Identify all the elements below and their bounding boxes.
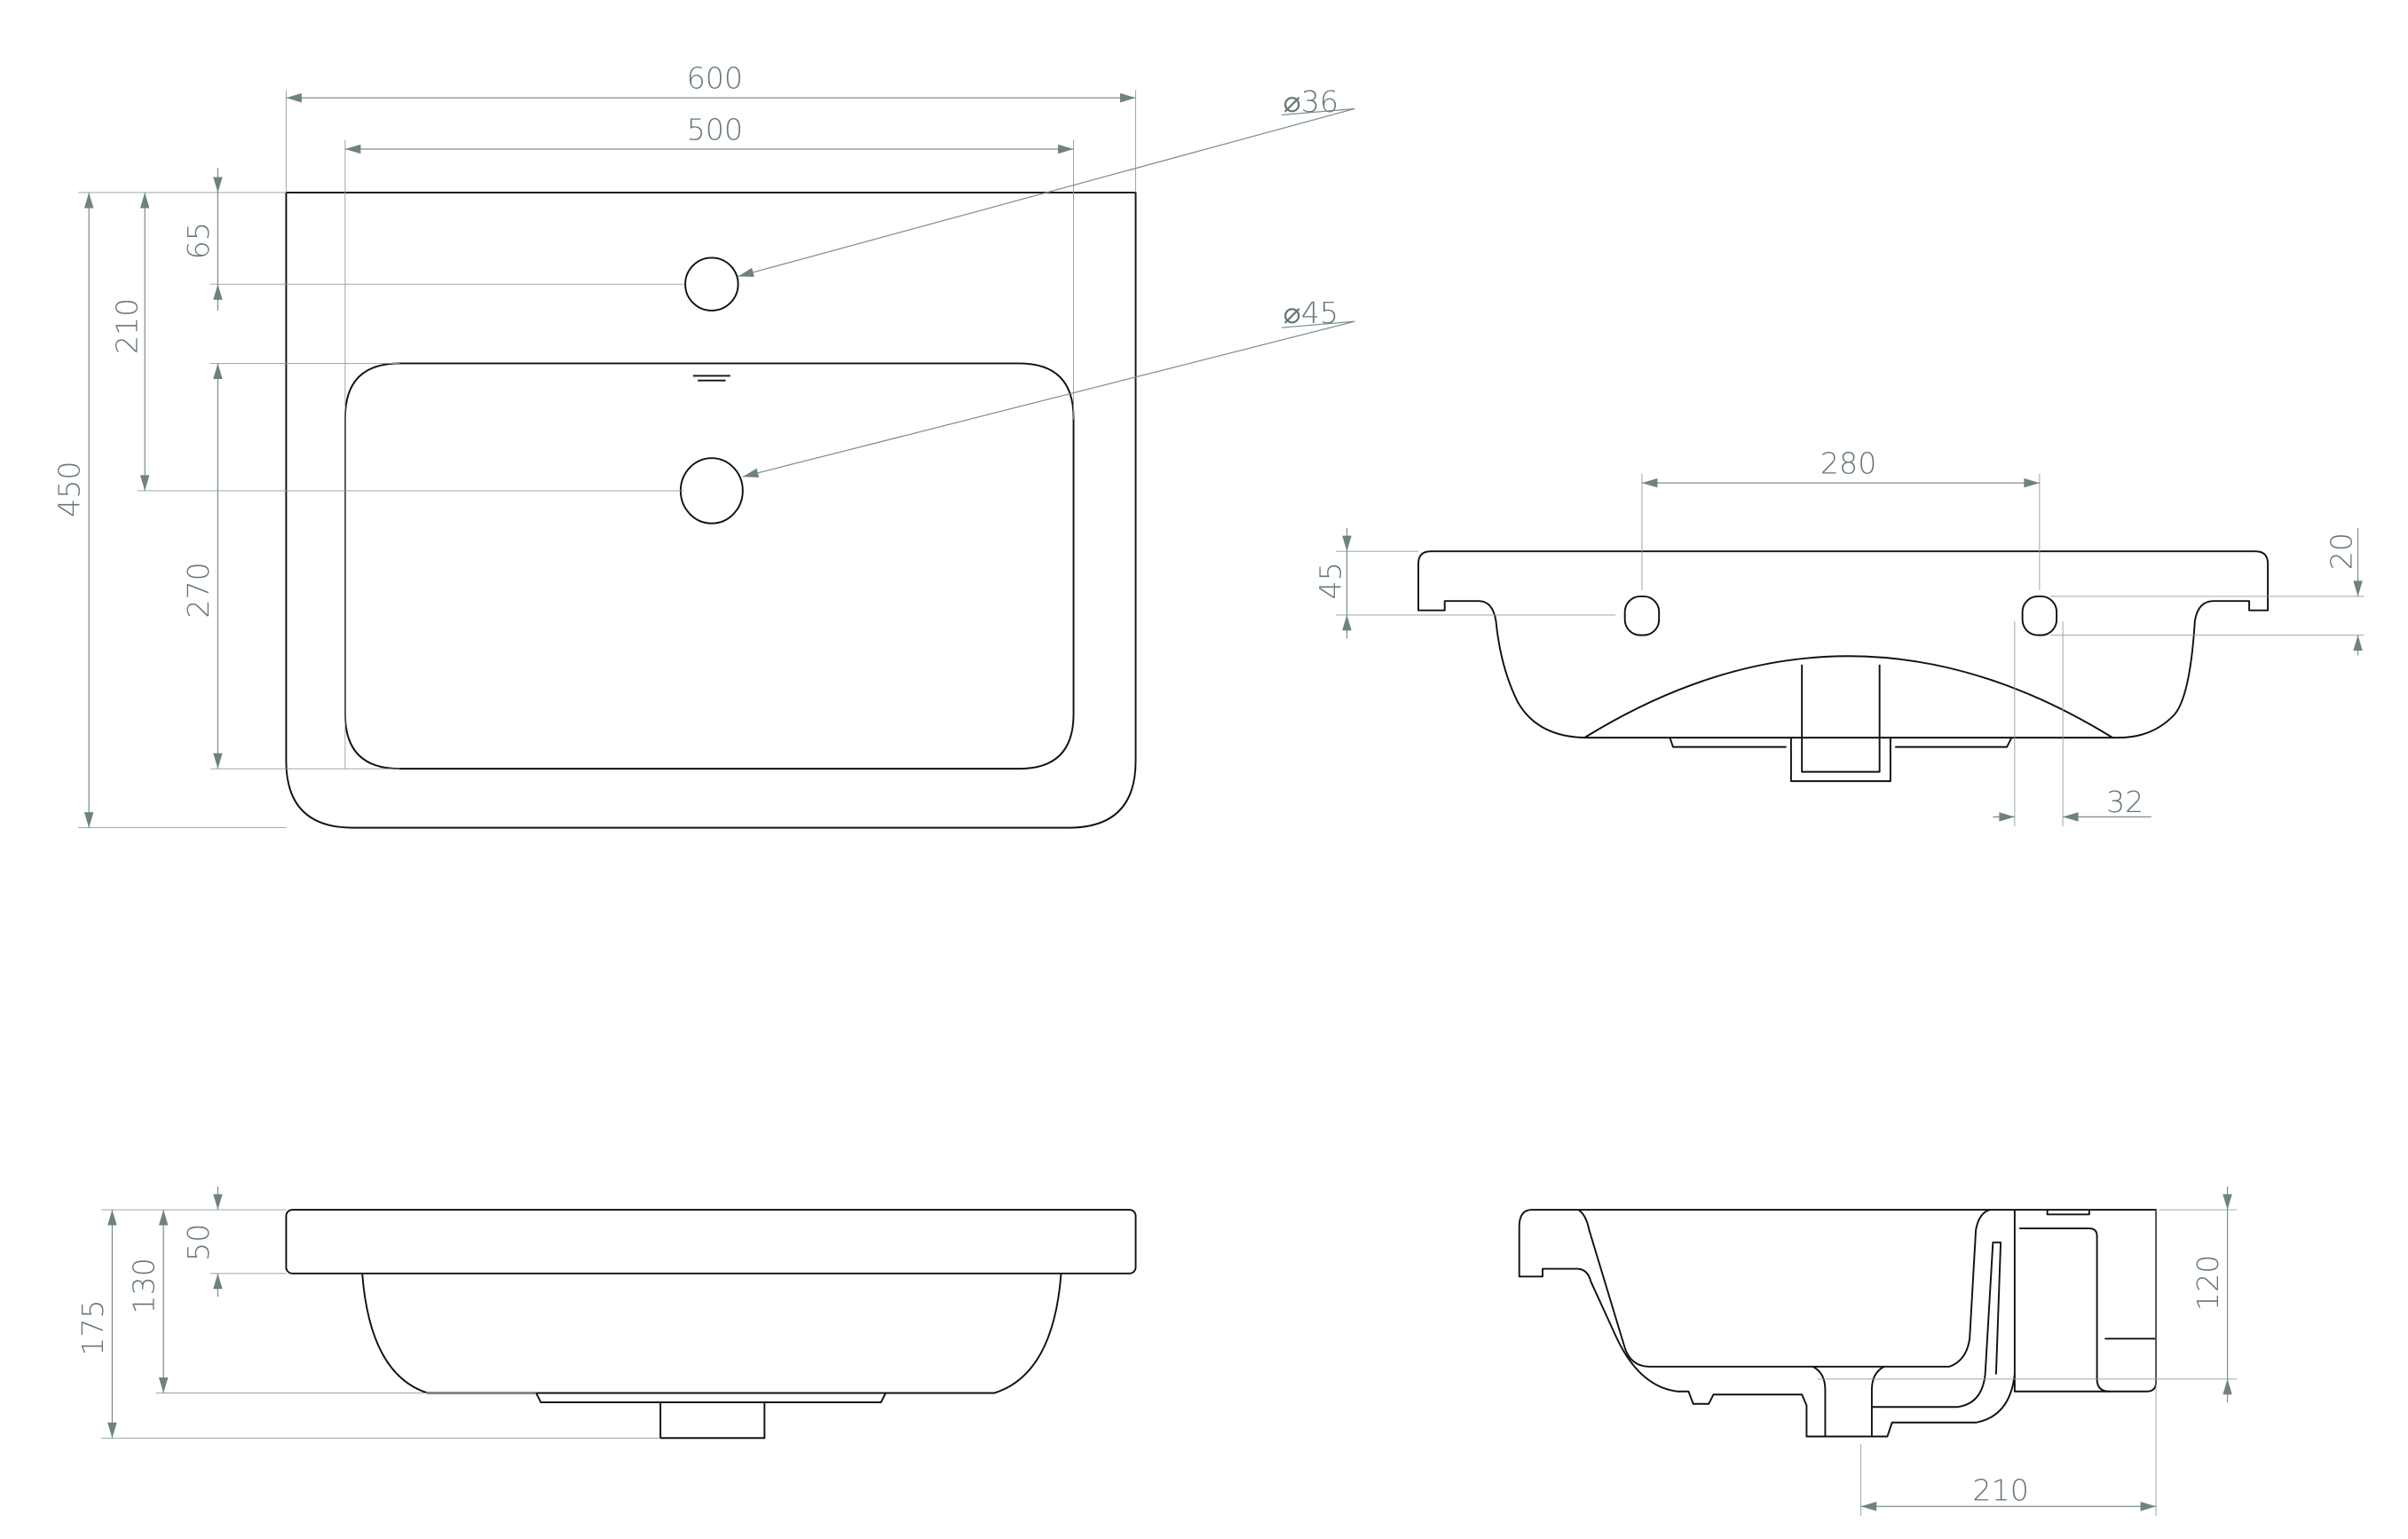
leader-tap-hole xyxy=(738,107,1355,278)
dim-label-tap-diameter: ⌀36 xyxy=(1283,84,1338,119)
dim-label-32: 32 xyxy=(2106,785,2144,819)
bracket-hole-left xyxy=(1623,595,1661,636)
dim-label-210-top: 210 xyxy=(109,298,144,354)
dim-label-280: 280 xyxy=(1820,446,1876,481)
front-outline xyxy=(1417,550,2270,739)
side-view: 50 130 175 xyxy=(75,1186,1137,1440)
dim-label-20: 20 xyxy=(2325,533,2359,570)
dim-label-45: 45 xyxy=(1313,562,1347,599)
side-bowl xyxy=(361,1273,1062,1394)
dim-label-270: 270 xyxy=(181,562,216,618)
bowl-outline xyxy=(343,362,1075,770)
section-view: 120 210 xyxy=(1518,1186,2238,1516)
dim-label-175: 175 xyxy=(75,1299,110,1355)
dim-label-120: 120 xyxy=(2191,1255,2225,1311)
overflow-slot xyxy=(692,375,730,382)
top-view: 600 500 450 65 210 270 ⌀36 ⌀45 xyxy=(52,61,1355,829)
dim-label-drain-diameter: ⌀45 xyxy=(1283,296,1338,330)
bracket-hole-right xyxy=(2021,595,2058,636)
dim-label-600: 600 xyxy=(687,61,743,96)
dim-label-50: 50 xyxy=(181,1224,216,1261)
front-view: 280 45 20 32 xyxy=(1313,446,2365,826)
leader-drain-hole xyxy=(742,320,1355,477)
basin-outline xyxy=(285,192,1137,829)
dim-label-210-section: 210 xyxy=(1972,1472,2028,1507)
dim-label-450: 450 xyxy=(52,461,87,517)
tap-hole xyxy=(684,256,739,312)
dim-label-500: 500 xyxy=(687,112,743,146)
dim-label-65: 65 xyxy=(181,222,216,259)
side-drain xyxy=(659,1401,766,1440)
section-outline xyxy=(1518,1209,2158,1438)
drain-hole xyxy=(679,457,744,525)
front-drain xyxy=(1789,664,1891,783)
dim-label-130: 130 xyxy=(127,1258,162,1314)
side-rim xyxy=(285,1209,1137,1275)
